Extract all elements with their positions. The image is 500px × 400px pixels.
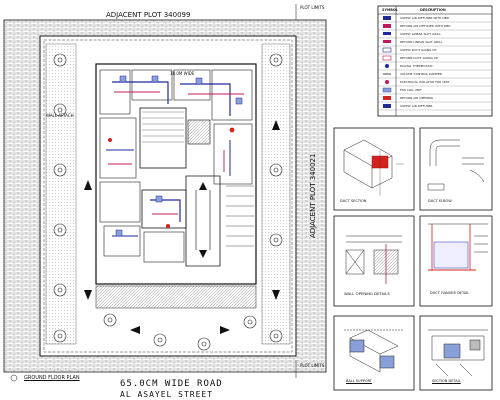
legend-symbols — [382, 16, 392, 108]
legend-row-4: RETURN LINEAR SLOT GRILL — [400, 40, 443, 44]
plot-limit-top: PLOT LIMITS — [300, 5, 325, 10]
legend-row-10: FAN COIL UNIT — [400, 88, 422, 92]
road-label-2: AL ASAYEL STREET — [120, 390, 214, 399]
detail-e-caption: SECTION DETAIL — [432, 379, 461, 383]
trees — [53, 53, 283, 351]
small-road-note: 18.0M WIDE — [170, 71, 195, 76]
legend-row-3: SUPPLY LINEAR SLOT GRILL — [400, 32, 441, 36]
detail-ball-support — [344, 329, 404, 373]
entrance-plaza — [95, 285, 257, 309]
landscape-left — [45, 43, 77, 345]
detail-wall-opening — [345, 235, 402, 284]
building-footprint — [95, 63, 257, 285]
traffic-arrows — [84, 120, 280, 334]
legend-row-7: DIGITAL THERMOSTAT — [400, 64, 433, 68]
legend-row-9: ELECTRICAL ISOLATOR FOR UNIT — [400, 80, 450, 84]
road-label-1: 65.0CM WIDE ROAD — [120, 379, 223, 389]
wall-opening-caption: WALL OPENING DETAILS — [344, 291, 390, 296]
legend-header-description: DESCRIPTION — [420, 8, 446, 12]
legend-row-1: SUPPLY AIR DIFFUSER WITH OBD — [400, 16, 450, 20]
detail-duct-elbow — [427, 139, 485, 191]
detail-duct-hanger — [428, 223, 488, 271]
plot-limit-markers — [10, 4, 297, 382]
legend-row-5: SUPPLY DUCT GOING UP — [400, 48, 437, 52]
legend-row-2: RETURN AIR DIFFUSER WITH OBD — [400, 24, 451, 28]
detail-a-caption: DUCT SECTION — [340, 199, 367, 203]
detail-b-caption: DUCT ELBOW — [428, 199, 452, 203]
legend-row-11: RETURN AIR OPENING — [400, 96, 434, 100]
diffusers — [108, 75, 243, 237]
plot-limit-bottom: PLOT LIMITS — [300, 363, 325, 368]
legend-header-symbol: SYMBOL — [382, 8, 398, 12]
detail-duct-section — [343, 139, 404, 196]
legend-row-8: VOLUME CONTROL DAMPER — [400, 72, 442, 76]
legend-table — [377, 5, 493, 117]
legend-row-12: SUPPLY AIR DIFFUSER — [400, 104, 433, 108]
top-plot-label: ADJACENT PLOT 340099 — [106, 11, 191, 19]
plan-title: GROUND FLOOR PLAN — [24, 375, 80, 381]
return-ductwork — [108, 91, 244, 215]
detail-d-caption: BALL SUPPORT — [346, 379, 372, 383]
right-plot-label: ADJACENT PLOT 340021 — [309, 153, 317, 238]
detail-c-caption: DUCT HANGER DETAIL — [430, 291, 470, 295]
left-note: WALL ATTACH — [46, 113, 74, 118]
detail-section — [428, 329, 488, 377]
legend-row-6: RETURN DUCT GOING UP — [400, 56, 438, 60]
